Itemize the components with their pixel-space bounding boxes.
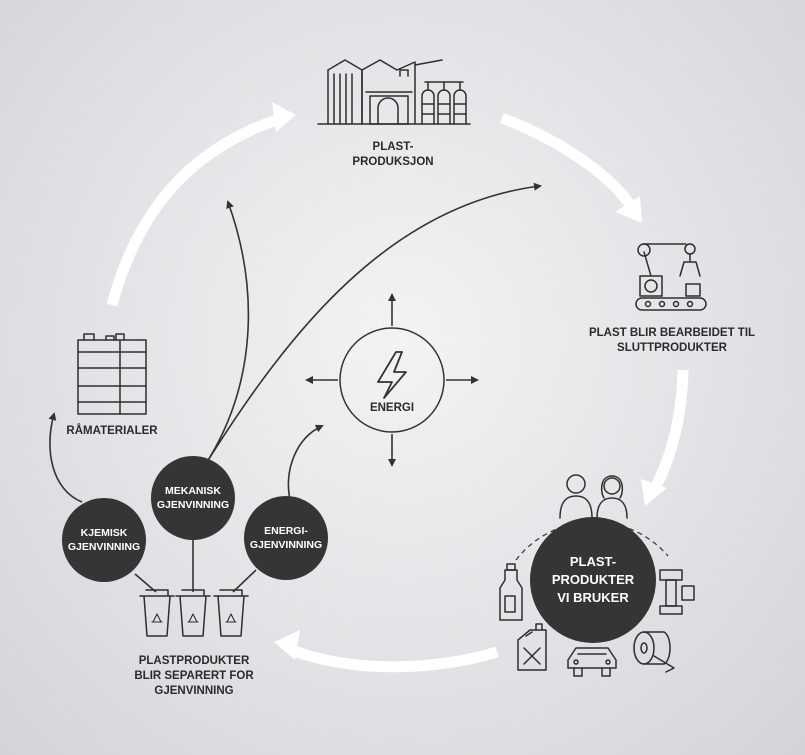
kjemisk-gjenvinning-node: KJEMISK GJENVINNING — [62, 498, 146, 582]
arrow-head-products — [641, 479, 667, 506]
people-icon — [559, 474, 628, 519]
flow-mekanisk-to-processing — [206, 182, 542, 463]
energy-center: ENERGI — [305, 293, 479, 467]
energigjenvinning-label-2: GJENVINNING — [250, 539, 322, 551]
connector-kjemisk-bin — [134, 573, 157, 593]
separation-label-1: PLASTPRODUKTER — [139, 655, 250, 667]
kjemisk-label-2: GJENVINNING — [68, 541, 140, 553]
lightning-icon — [377, 351, 407, 399]
flow-kjemisk-to-raw — [48, 412, 83, 503]
arrow-production-to-processing — [500, 112, 635, 209]
separation-label-2: BLIR SEPARERT FOR — [134, 670, 254, 682]
recycling-flow-lines — [48, 182, 542, 593]
factory-icon — [317, 59, 471, 125]
products-label-2: PRODUKTER — [552, 572, 635, 587]
products-label-1: PLAST- — [570, 554, 616, 569]
recycling-bin-icon — [139, 589, 175, 637]
recycling-bins — [139, 589, 249, 637]
arrow-head-processing — [615, 196, 642, 223]
processing-label-1: PLAST BLIR BEARBEIDET TIL — [589, 327, 755, 339]
energigjenvinning-node: ENERGI- GJENVINNING — [244, 496, 328, 580]
energy-label: ENERGI — [370, 402, 414, 414]
mekanisk-label-1: MEKANISK — [165, 485, 221, 497]
pipe-fitting-icon — [659, 569, 695, 615]
recycling-bin-icon — [213, 589, 249, 637]
arrow-raw-to-production — [106, 112, 284, 307]
arrow-head-production — [272, 102, 296, 132]
energy-circle — [339, 327, 445, 433]
energigjenvinning-label-1: ENERGI- — [264, 525, 308, 537]
processing-label-2: SLUTTPRODUKTER — [617, 342, 728, 354]
raw-materials-label: RÅMATERIALER — [66, 424, 158, 437]
arrow-processing-to-products — [650, 369, 689, 491]
arrow-head-separation — [274, 630, 300, 660]
car-icon — [567, 647, 617, 677]
jerrycan-icon — [517, 623, 547, 671]
plastic-roll-icon — [633, 631, 675, 673]
kjemisk-label-1: KJEMISK — [81, 527, 128, 539]
products-circle — [530, 517, 656, 643]
arrow-products-to-separation — [290, 644, 499, 673]
production-label-2: PRODUKSJON — [352, 156, 433, 168]
mekanisk-label-2: GJENVINNING — [157, 499, 229, 511]
products-label-3: VI BRUKER — [557, 590, 629, 605]
products-group: PLAST- PRODUKTER VI BRUKER — [499, 474, 695, 677]
production-label-1: PLAST- — [373, 141, 414, 153]
separation-label-3: GJENVINNING — [154, 685, 233, 697]
bottle-icon — [499, 563, 523, 621]
recycling-bin-icon — [175, 589, 211, 637]
flow-mekanisk-to-production — [206, 200, 250, 463]
barrels-icon — [77, 333, 147, 415]
connector-energi-bin — [232, 569, 257, 593]
robot-arm-conveyor-icon — [635, 243, 707, 311]
cycle-arrows — [106, 102, 689, 673]
mekanisk-gjenvinning-node: MEKANISK GJENVINNING — [151, 456, 235, 540]
flow-energi-to-center — [287, 424, 324, 501]
